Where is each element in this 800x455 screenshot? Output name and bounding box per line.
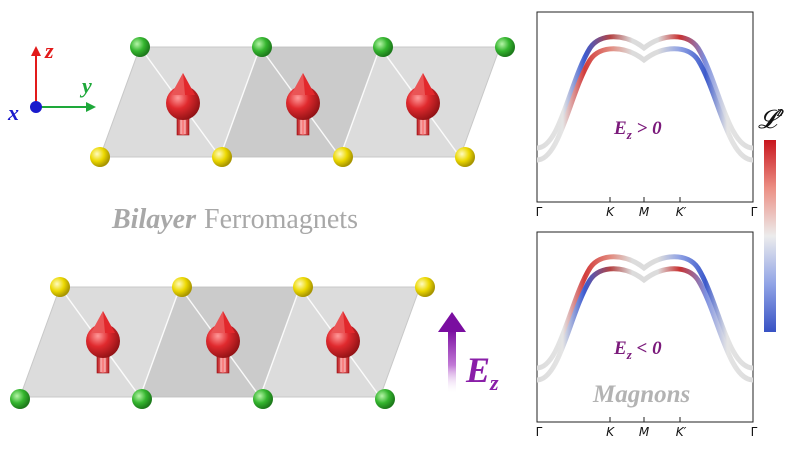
caption-rest: Ferromagnets (204, 204, 358, 235)
z-axis-arrowhead (31, 46, 41, 56)
green-atom (130, 37, 150, 57)
e-field-shaft (448, 330, 456, 394)
x-axis-label: x (7, 100, 19, 125)
yellow-atom (415, 277, 435, 297)
y-axis-arrowhead (86, 102, 96, 112)
yellow-atom (90, 147, 110, 167)
yellow-atom (333, 147, 353, 167)
e-field-arrowhead (438, 312, 466, 332)
green-atom (253, 389, 273, 409)
band-panel-top: Ez > 0 Γ K M K′ Γ (536, 11, 758, 219)
yellow-atom (293, 277, 313, 297)
z-axis-label: z (44, 38, 54, 63)
xtick-label: K′ (676, 205, 687, 219)
xtick-label: Γ (536, 205, 543, 219)
colorbar: 𝓛z (758, 104, 784, 332)
magnon-band-lower (536, 46, 754, 163)
y-axis-label: y (79, 73, 92, 98)
xtick-labels: Γ K M K′ Γ (536, 425, 758, 439)
green-atom (132, 389, 152, 409)
caption-bold: Bilayer (111, 204, 197, 235)
e-field-label: Ez (465, 350, 499, 395)
x-axis-dot (30, 101, 42, 113)
condition-label: Ez < 0 (613, 338, 662, 362)
xtick-label: K′ (676, 425, 687, 439)
green-atom (252, 37, 272, 57)
green-atom (373, 37, 393, 57)
band-panel-bottom: Ez < 0 Magnons Γ K M K′ Γ (536, 231, 758, 439)
green-atom (375, 389, 395, 409)
green-atom (10, 389, 30, 409)
yellow-atom (172, 277, 192, 297)
bottom-layer (10, 277, 435, 409)
yellow-atom (50, 277, 70, 297)
colorbar-gradient (764, 140, 776, 332)
electric-field-arrow: Ez (438, 312, 499, 395)
magnon-band-lower (536, 266, 754, 383)
xtick-label: M (639, 205, 650, 219)
xtick-marks (609, 197, 681, 202)
axes-legend: z y x (7, 38, 96, 125)
yellow-atom (212, 147, 232, 167)
magnon-band-upper (536, 34, 754, 151)
xtick-label: Γ (751, 205, 758, 219)
xtick-marks (609, 417, 681, 422)
xtick-label: K (606, 205, 615, 219)
condition-label: Ez > 0 (613, 118, 662, 142)
magnon-band-upper (536, 254, 754, 371)
xtick-label: M (639, 425, 650, 439)
yellow-atom (455, 147, 475, 167)
colorbar-label: 𝓛z (758, 104, 784, 134)
xtick-label: Γ (536, 425, 543, 439)
xtick-label: Γ (751, 425, 758, 439)
green-atom (495, 37, 515, 57)
magnons-label: Magnons (592, 381, 690, 408)
xtick-label: K (606, 425, 615, 439)
xtick-labels: Γ K M K′ Γ (536, 205, 758, 219)
top-layer (90, 37, 515, 167)
